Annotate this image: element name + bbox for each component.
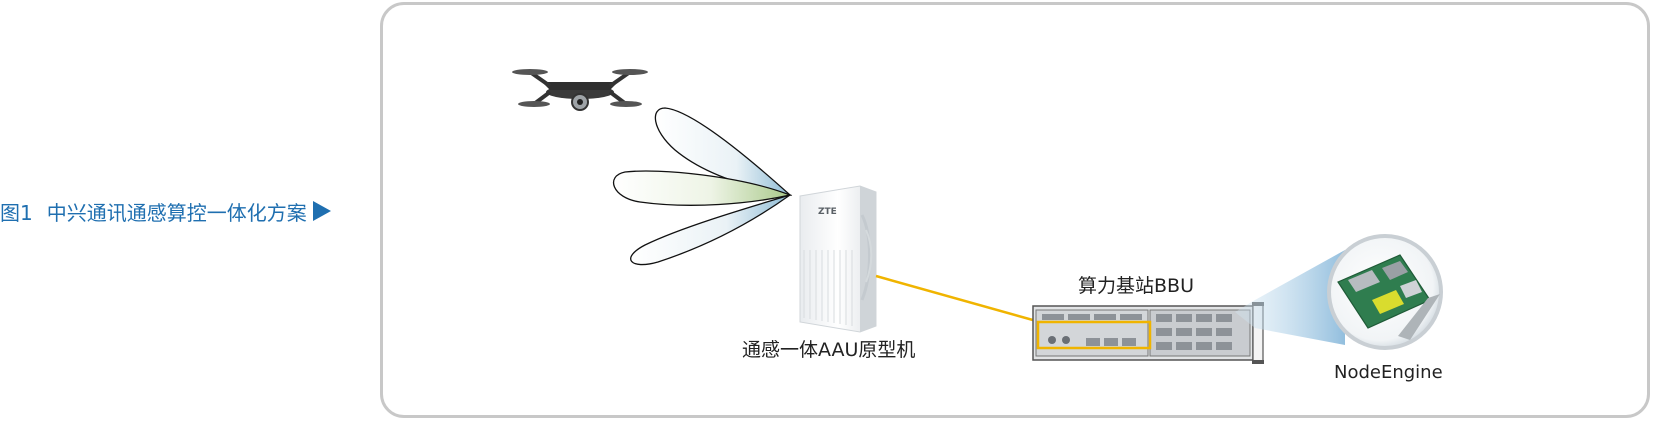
aau-brand: ZTE — [818, 207, 837, 217]
aau-label: 通感一体AAU原型机 — [742, 339, 915, 361]
board-slot-highlight — [1036, 320, 1152, 350]
drone-icon — [512, 69, 648, 111]
diagram-frame — [380, 2, 1650, 418]
aau-unit: ZTE — [799, 185, 877, 333]
nodeengine-label: NodeEngine — [1334, 362, 1443, 383]
zoom-beam — [1235, 250, 1345, 345]
fiber-link — [875, 274, 1041, 324]
nodeengine-board — [1327, 234, 1443, 350]
bbu-chassis — [1032, 302, 1264, 364]
figure-caption: 图1 中兴通讯通感算控一体化方案 — [0, 196, 331, 226]
bbu-label: 算力基站BBU — [1078, 275, 1194, 297]
triangle-right-icon — [312, 201, 331, 221]
figure-number: 图1 — [0, 200, 33, 225]
sensing-beams — [613, 107, 793, 266]
figure-title: 中兴通讯通感算控一体化方案 — [46, 200, 307, 225]
